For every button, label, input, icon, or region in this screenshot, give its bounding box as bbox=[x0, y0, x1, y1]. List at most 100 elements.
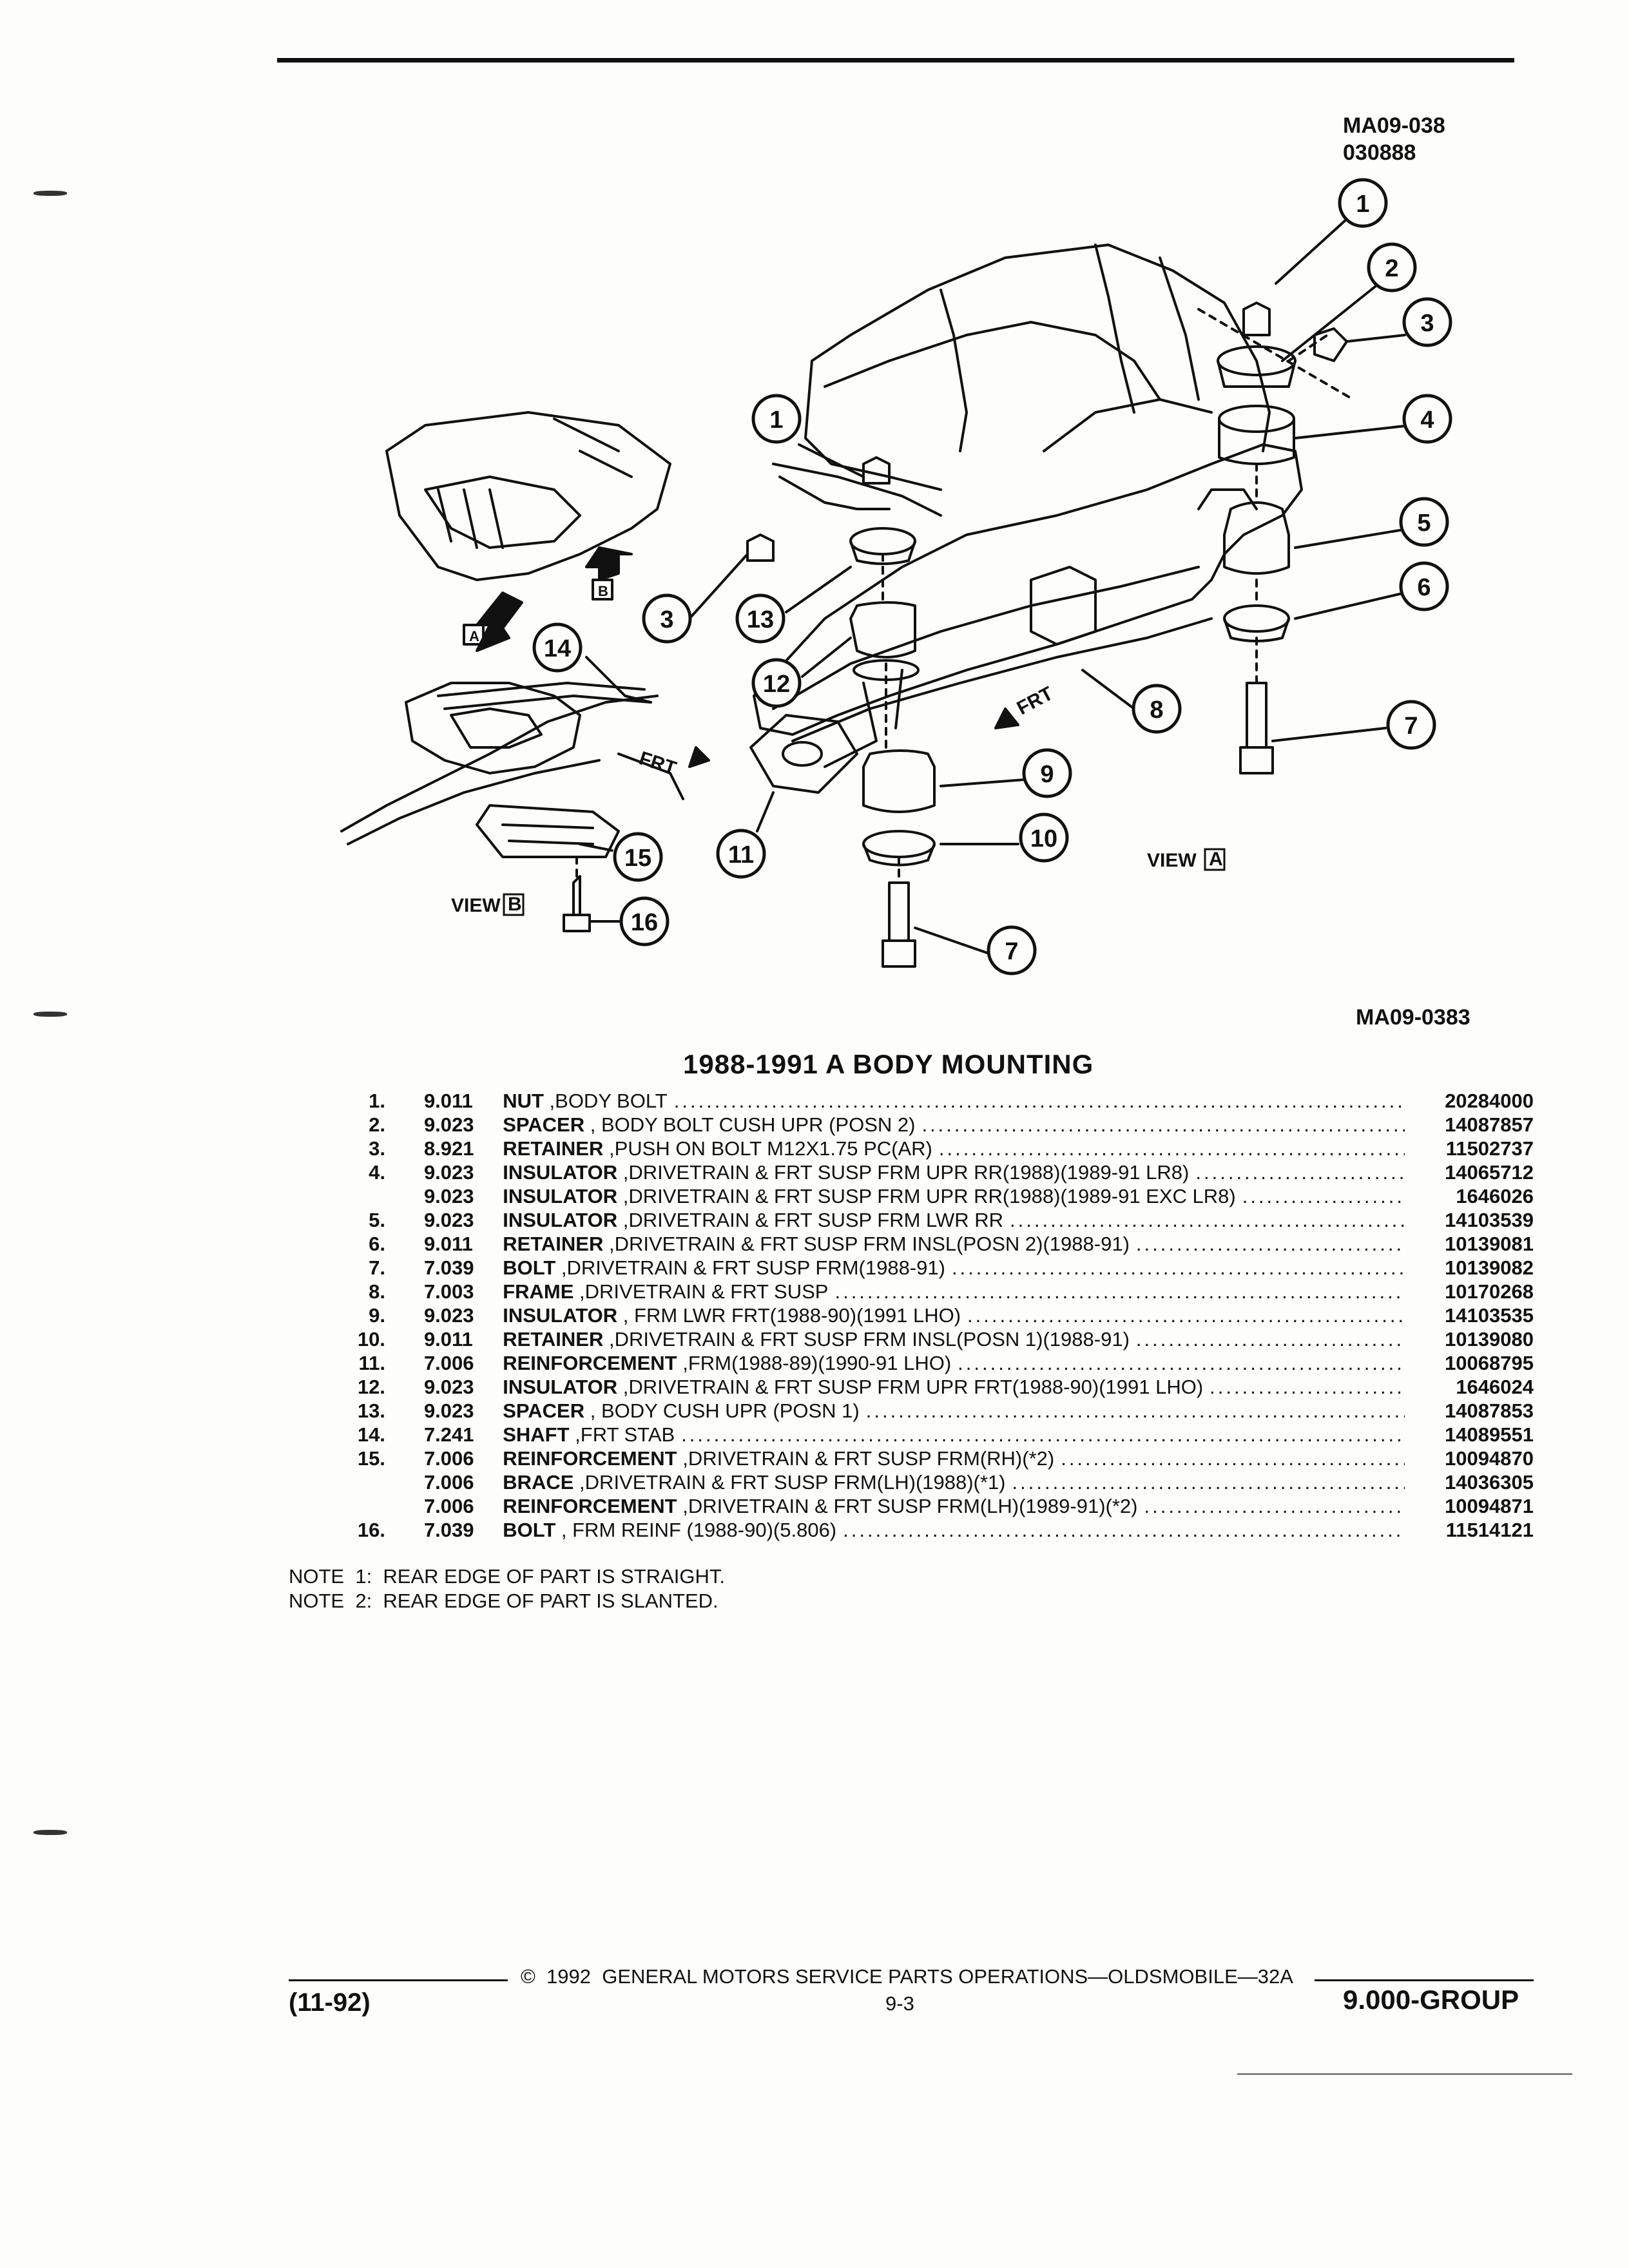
parts-list-table: 1. 9.011 NUT ,BODY BOLT...................… bbox=[322, 1089, 1534, 1542]
footer-date: (11-92) bbox=[289, 1988, 371, 2017]
part-number: 14036305 bbox=[1445, 1471, 1534, 1494]
part-name: INSULATOR bbox=[503, 1185, 618, 1207]
view-b-label: VIEW bbox=[451, 895, 501, 916]
binder-mark bbox=[34, 1830, 67, 1835]
body-panel-outline bbox=[811, 244, 1271, 452]
part-name: INSULATOR bbox=[503, 1161, 618, 1184]
part-item-number: 11. bbox=[358, 1352, 385, 1374]
leader-dots: ........................................… bbox=[1135, 1233, 1405, 1255]
retainer-3-shape bbox=[1313, 327, 1348, 362]
retainer-6-shape bbox=[1223, 604, 1290, 633]
leader-dots: ........................................… bbox=[1010, 1209, 1405, 1231]
figure-code-top: MA09-038 bbox=[1343, 113, 1445, 138]
part-number: 10139080 bbox=[1445, 1328, 1534, 1350]
leader-dots: ........................................… bbox=[834, 1280, 1405, 1303]
part-number: 1646024 bbox=[1456, 1376, 1534, 1398]
callout-11: 11 bbox=[728, 841, 754, 869]
part-item-number: 12. bbox=[357, 1376, 385, 1398]
frt-label-view-b: FRT bbox=[637, 747, 679, 779]
part-name: SPACER bbox=[503, 1113, 585, 1136]
part-number: 10094871 bbox=[1445, 1495, 1534, 1517]
bolt-7-front-shape bbox=[888, 881, 910, 942]
part-name: REINFORCEMENT bbox=[503, 1352, 677, 1374]
view-a-label: VIEW bbox=[1147, 850, 1197, 871]
callout-12: 12 bbox=[763, 671, 790, 698]
part-item-number: 1. bbox=[369, 1090, 385, 1112]
leader-dots: ........................................… bbox=[1210, 1376, 1405, 1398]
part-group-number: 9.023 bbox=[423, 1161, 474, 1184]
part-group-number: 8.921 bbox=[423, 1137, 474, 1160]
top-rule bbox=[277, 58, 1514, 62]
leader-dots: ........................................… bbox=[1135, 1328, 1405, 1350]
part-detail: , FRM LWR FRT(1988-90)(1991 LHO) bbox=[617, 1304, 961, 1327]
footer-page-number: 9-3 bbox=[885, 1992, 914, 2015]
leader-dots: ........................................… bbox=[1242, 1185, 1405, 1207]
part-description: FRAME ,DRIVETRAIN & FRT SUSP............… bbox=[503, 1280, 1441, 1303]
part-name: BOLT bbox=[503, 1519, 556, 1541]
leader-dots: ........................................… bbox=[681, 1423, 1405, 1446]
part-group-number: 7.006 bbox=[423, 1352, 474, 1374]
callout-16: 16 bbox=[631, 909, 658, 936]
part-item-number: 16. bbox=[357, 1519, 385, 1541]
callout-5: 5 bbox=[1417, 510, 1431, 537]
leader-dots: ........................................… bbox=[843, 1519, 1405, 1541]
leader-dots: ........................................… bbox=[958, 1352, 1405, 1374]
part-number: 10139082 bbox=[1445, 1256, 1534, 1279]
part-description: RETAINER ,DRIVETRAIN & FRT SUSP FRM INSL… bbox=[503, 1232, 1441, 1256]
part-name: NUT bbox=[503, 1090, 544, 1112]
part-group-number: 7.039 bbox=[423, 1256, 474, 1279]
callout-3: 3 bbox=[1420, 310, 1434, 337]
part-name: INSULATOR bbox=[503, 1376, 618, 1398]
leader-dots: ........................................… bbox=[951, 1256, 1405, 1279]
spacer-13-shape bbox=[849, 527, 916, 555]
part-description: BRACE ,DRIVETRAIN & FRT SUSP FRM(LH)(198… bbox=[503, 1470, 1441, 1494]
part-number: 10139081 bbox=[1445, 1233, 1534, 1255]
part-number: 11502737 bbox=[1445, 1137, 1534, 1160]
part-detail: ,DRIVETRAIN & FRT SUSP FRM UPR RR(1988)(… bbox=[617, 1161, 1190, 1184]
part-detail: , FRM REINF (1988-90)(5.806) bbox=[555, 1519, 837, 1541]
part-group-number: 9.023 bbox=[423, 1113, 474, 1136]
part-detail: ,DRIVETRAIN & FRT SUSP FRM UPR RR(1988)(… bbox=[617, 1185, 1236, 1207]
binder-mark bbox=[34, 191, 67, 196]
part-description: INSULATOR ,DRIVETRAIN & FRT SUSP FRM UPR… bbox=[503, 1184, 1441, 1208]
footer-group-label: 9.000-GROUP bbox=[1343, 1984, 1519, 2015]
part-number: 10170268 bbox=[1445, 1280, 1534, 1303]
leader-dots: ........................................… bbox=[967, 1304, 1405, 1327]
callout-7-front: 7 bbox=[1005, 938, 1018, 965]
part-item-number: 9. bbox=[369, 1304, 385, 1327]
callout-14: 14 bbox=[544, 635, 571, 662]
reinforcement-15-shape bbox=[476, 804, 620, 858]
callout-13: 13 bbox=[747, 606, 774, 633]
part-name: INSULATOR bbox=[503, 1209, 618, 1231]
part-detail: ,DRIVETRAIN & FRT SUSP FRM(LH)(1989-91)(… bbox=[677, 1495, 1138, 1517]
part-group-number: 9.023 bbox=[423, 1209, 474, 1231]
part-item-number: 2. bbox=[369, 1113, 385, 1136]
part-group-number: 9.011 bbox=[423, 1090, 473, 1112]
part-description: INSULATOR ,DRIVETRAIN & FRT SUSP FRM UPR… bbox=[503, 1160, 1441, 1184]
part-name: SHAFT bbox=[503, 1423, 570, 1446]
frt-label-frame: FRT bbox=[1014, 683, 1057, 720]
part-name: SPACER bbox=[503, 1399, 585, 1422]
callout-6: 6 bbox=[1417, 574, 1431, 601]
callout-7: 7 bbox=[1404, 713, 1418, 740]
part-name: REINFORCEMENT bbox=[503, 1495, 677, 1517]
part-detail: ,DRIVETRAIN & FRT SUSP FRM(LH)(1988)(*1) bbox=[574, 1471, 1006, 1494]
callout-10: 10 bbox=[1030, 825, 1057, 852]
insulator-5-shape bbox=[1223, 501, 1290, 575]
callout-15: 15 bbox=[624, 845, 651, 872]
part-description: INSULATOR , FRM LWR FRT(1988-90)(1991 LH… bbox=[503, 1303, 1441, 1327]
view-a-box-letter: A bbox=[1209, 849, 1223, 870]
part-detail: ,DRIVETRAIN & FRT SUSP FRM INSL(POSN 1)(… bbox=[603, 1328, 1130, 1350]
part-detail: ,BODY BOLT bbox=[543, 1090, 668, 1112]
part-item-number bbox=[322, 1470, 424, 1494]
